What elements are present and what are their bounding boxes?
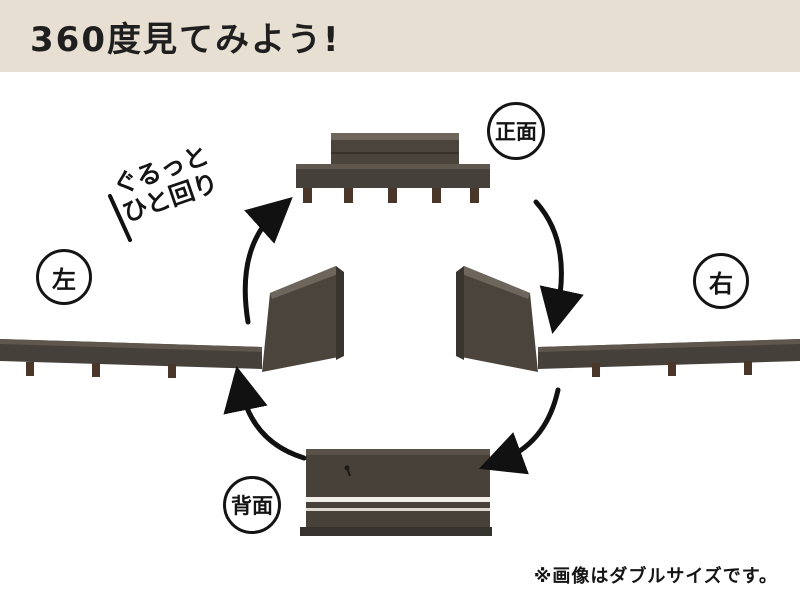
rotation-arrow-right-to-bottom — [478, 387, 561, 475]
page-title: 360度見てみよう! — [30, 19, 341, 60]
label-front-view: 正面 — [487, 102, 545, 160]
rotation-arrow-bottom-to-left — [223, 365, 307, 461]
rotation-arrow-left-to-top — [242, 196, 293, 325]
bed-front-view — [296, 133, 490, 203]
bed-left-side-view — [0, 266, 344, 378]
size-note: ※画像はダブルサイズです。 — [533, 566, 778, 587]
annotation-tick-line — [108, 194, 132, 242]
bed-right-side-view — [456, 266, 800, 377]
bed-back-view — [300, 449, 492, 536]
label-right-view: 右 — [693, 253, 749, 309]
label-back-view-text: 背面 — [231, 494, 273, 518]
label-right-view-text: 右 — [709, 269, 733, 298]
rotation-arrow-top-to-right — [533, 199, 584, 335]
label-front-view-text: 正面 — [495, 120, 537, 144]
rotation-diagram: 正面 右 左 背面 ぐるっと ひと回り ※画像はダブルサイズです。 — [0, 72, 800, 606]
header-banner: 360度見てみよう! — [0, 0, 800, 72]
label-back-view: 背面 — [223, 476, 281, 534]
label-left-view: 左 — [36, 249, 92, 305]
rotation-diagram-graphic — [0, 133, 800, 536]
rotation-arrows — [223, 196, 584, 475]
label-left-view-text: 左 — [52, 265, 76, 294]
